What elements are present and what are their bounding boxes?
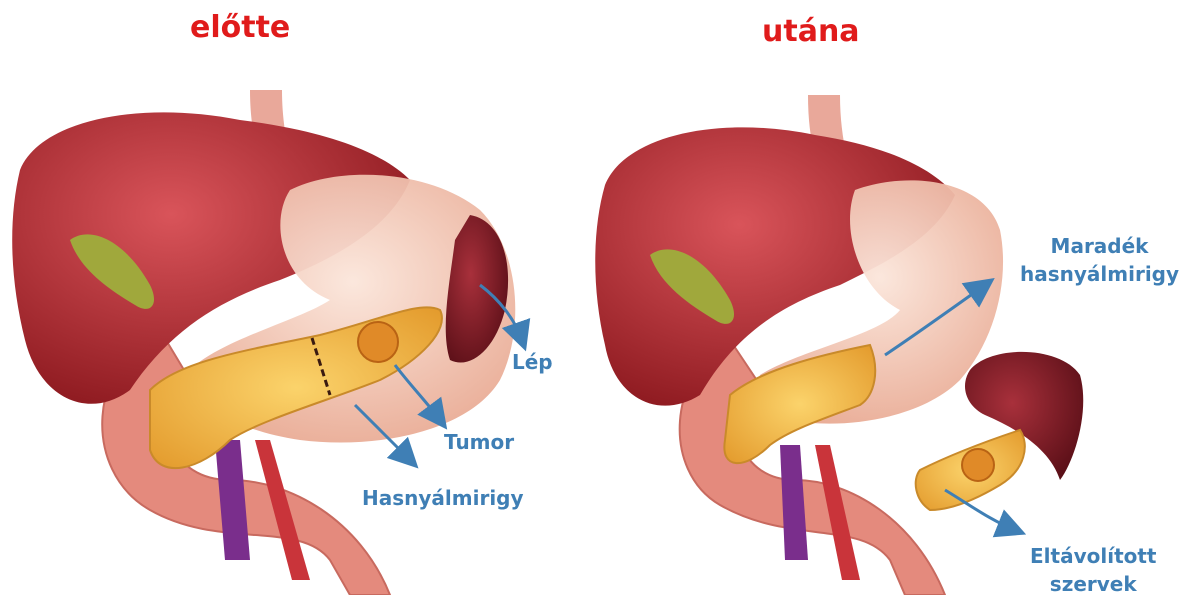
label-remaining-line2: hasnyálmirigy [1020,260,1179,288]
label-remaining-line1: Maradék [1020,232,1179,260]
tumor-left [358,322,398,362]
before-illustration [12,90,522,595]
label-tumor: Tumor [444,428,514,456]
label-removed-line2: szervek [1030,570,1156,598]
label-spleen: Lép [512,348,553,376]
label-pancreas: Hasnyálmirigy [362,484,524,512]
label-removed-line1: Eltávolított [1030,542,1156,570]
label-removed-organs: Eltávolított szervek [1030,542,1156,598]
label-remaining-pancreas: Maradék hasnyálmirigy [1020,232,1179,288]
vein-left [215,440,250,560]
after-illustration [595,95,1083,595]
vein-right [780,445,808,560]
removed-tumor [962,449,994,481]
